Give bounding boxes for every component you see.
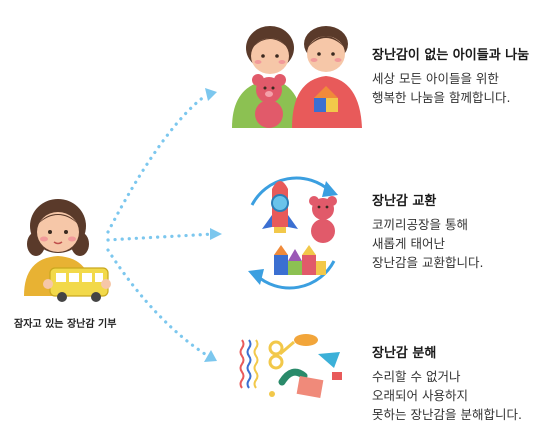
item-line: 세상 모든 아이들을 위한 — [372, 71, 499, 86]
item-line: 새롭게 태어난 — [372, 236, 445, 251]
item-title: 장난감 분해 — [372, 346, 437, 361]
item-line: 못하는 장난감을 분해합니다. — [372, 407, 522, 422]
item-line: 행복한 나눔을 함께합니다. — [372, 90, 511, 105]
item-exchange: 장난감 교환 코끼리공장을 통해 새롭게 태어난 장난감을 교환합니다. — [372, 190, 483, 272]
item-disassembly: 장난감 분해 수리할 수 없거나 오래되어 사용하지 못하는 장난감을 분해합니… — [372, 342, 522, 424]
item-title: 장난감이 없는 아이들과 나눔 — [372, 48, 530, 63]
children-sharing-illustration — [232, 26, 362, 128]
arrow-head-top — [205, 88, 217, 101]
exchange-cycle-illustration — [248, 176, 338, 290]
item-line: 코끼리공장을 통해 — [372, 217, 468, 232]
item-line: 수리할 수 없거나 — [372, 369, 461, 384]
disassembly-illustration — [239, 334, 342, 398]
arrow-head-bottom — [204, 350, 217, 362]
item-sharing: 장난감이 없는 아이들과 나눔 세상 모든 아이들을 위한 행복한 나눔을 함께… — [372, 44, 529, 107]
arrow-head-middle — [210, 228, 222, 240]
item-title: 장난감 교환 — [372, 194, 437, 209]
donor-child-illustration — [24, 199, 111, 302]
donor-caption: 잠자고 있는 장난감 기부 — [14, 319, 117, 330]
item-line: 오래되어 사용하지 — [372, 388, 468, 403]
item-line: 장난감을 교환합니다. — [372, 255, 484, 270]
